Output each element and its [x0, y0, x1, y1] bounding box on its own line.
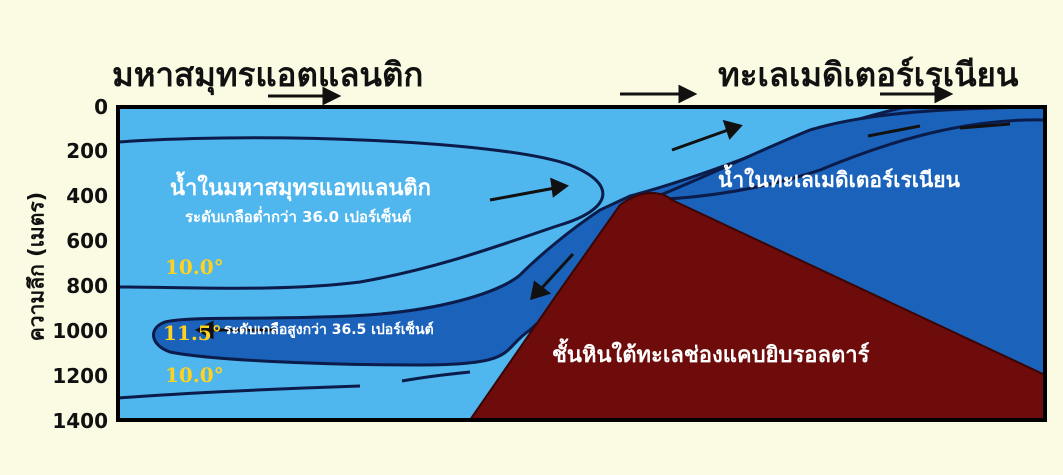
temperature-upper: 10.0° [165, 255, 224, 279]
tick-600: 600 [66, 229, 108, 253]
sill-label: ชั้นหินใต้ทะเลช่องแคบยิบรอลตาร์ [552, 338, 870, 368]
tick-1200: 1200 [52, 364, 108, 388]
tick-1000: 1000 [52, 319, 108, 343]
deep-contour-line-short [401, 370, 471, 383]
temperature-lower: 10.0° [165, 363, 224, 387]
deep-contour-line [117, 384, 361, 400]
atlantic-title: มหาสมุทรแอตแลนติก [112, 55, 424, 94]
tick-400: 400 [66, 184, 108, 208]
mediterranean-water-label: น้ำในทะเลเมดิเตอร์เรเนียน [718, 164, 961, 192]
tick-800: 800 [66, 274, 108, 298]
atlantic-salinity-label: ระดับเกลือต่ำกว่า 36.0 เปอร์เซ็นต์ [185, 206, 411, 226]
mediterranean-title: ทะเลเมดิเตอร์เรเนียน [718, 55, 1019, 94]
tick-1400: 1400 [52, 409, 108, 433]
tick-0: 0 [94, 95, 108, 119]
y-axis-title: ความลึก (เมตร) [24, 191, 49, 342]
gibraltar-sill-rock [468, 192, 1046, 421]
surface-flow-arrows [268, 84, 954, 106]
diagram-frame [116, 105, 1047, 422]
atlantic-water-label: น้ำในมหาสมุทรแอทแลนติก [170, 171, 431, 202]
atlantic-water-tongue [117, 136, 605, 290]
temperature-core: 11.5° [163, 321, 222, 345]
outflow-salinity-label: ระดับเกลือสูงกว่า 36.5 เปอร์เซ็นต์ [224, 320, 434, 338]
y-axis-ticks: 0 200 400 600 800 1000 1200 1400 [52, 95, 108, 433]
tick-200: 200 [66, 139, 108, 163]
interior-flow-arrows [194, 119, 1011, 340]
